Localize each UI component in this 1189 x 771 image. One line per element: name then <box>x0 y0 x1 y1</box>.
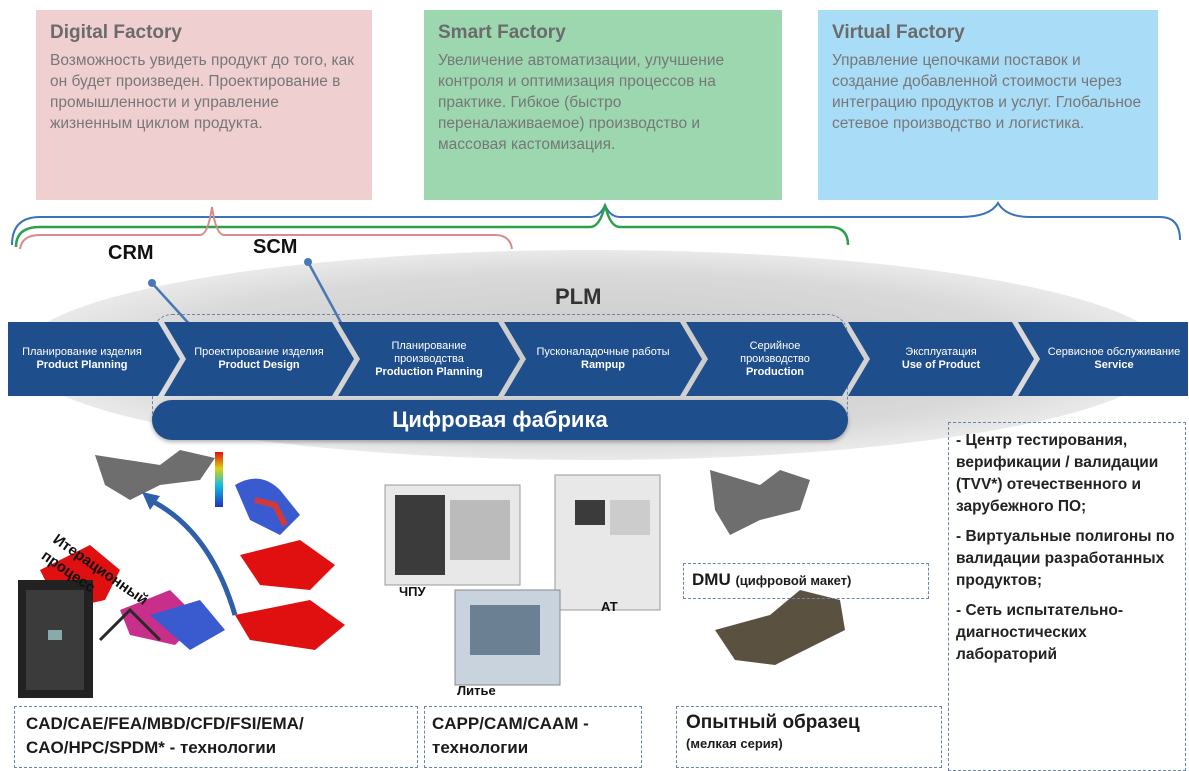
cnc-label: ЧПУ <box>399 584 426 599</box>
additive-printer-icon <box>554 474 661 611</box>
stage-chevron-1 <box>8 322 180 396</box>
dmu-title: DMU (цифровой макет) <box>692 570 851 590</box>
stage-2-ru: Проектирование изделия <box>194 346 324 358</box>
cad-title: CAD/CAE/FEA/MBD/CFD/FSI/EMA/ CAO/HPC/SPD… <box>26 714 304 757</box>
virtual-factory-box: Virtual Factory Управление цепочками пос… <box>818 10 1158 200</box>
stage-2-en: Product Design <box>218 359 300 371</box>
right-list-item-1: - Центр тестирования, верификации / вали… <box>956 432 1159 515</box>
dmu-main: DMU <box>692 570 731 589</box>
stage-1-ru: Планирование изделия <box>22 346 142 358</box>
prototype-box <box>676 706 942 768</box>
dmu-box <box>683 563 929 599</box>
stage-1-en: Product Planning <box>36 359 128 371</box>
at-label: АТ <box>601 599 618 614</box>
stage-3-en: Production Planning <box>375 365 483 378</box>
stage-6-ru: Эксплуатация <box>905 346 977 358</box>
cad-box <box>14 706 418 768</box>
factory-brackets <box>11 200 1181 250</box>
prototype-part-icon <box>715 590 845 665</box>
stage-chevron-7 <box>1018 322 1188 396</box>
virtual-factory-desc: Управление цепочками поставок и создание… <box>832 52 1142 132</box>
smart-factory-desc: Увеличение автоматизации, улучшение конт… <box>438 52 725 153</box>
stage-chevron-3 <box>338 322 520 396</box>
virtual-bracket <box>11 200 1181 246</box>
illustrations <box>18 450 845 698</box>
stage-7-en: Service <box>1094 359 1134 371</box>
iteration-arrow-icon <box>148 497 238 616</box>
smart-factory-box: Smart Factory Увеличение автоматизации, … <box>424 10 782 200</box>
virtual-factory-title: Virtual Factory <box>832 22 965 43</box>
prototype-sub: (мелкая серия) <box>686 736 783 751</box>
dmu-sub: (цифровой макет) <box>735 573 852 588</box>
stage-chevrons <box>8 322 1188 396</box>
stage-6-en: Use of Product <box>901 359 981 371</box>
cae-parts-icon <box>40 450 345 650</box>
digital-factory-box: Digital Factory Возможность увидеть прод… <box>36 10 372 200</box>
casting-label: Литье <box>457 683 496 698</box>
stage-5-en: Production <box>745 365 805 378</box>
digital-factory-band: Цифровая фабрика <box>152 400 848 440</box>
prototype-main: Опытный образец <box>686 712 860 733</box>
stage-chevron-6 <box>848 322 1034 396</box>
smart-bracket <box>14 204 850 248</box>
stage-chevron-4 <box>504 322 702 396</box>
stage-4-ru: Пусконаладочные работы <box>536 346 670 358</box>
right-list-item-3: - Сеть испытательно-диагностических лабо… <box>956 602 1124 663</box>
stage-5-ru: Серийное производство <box>740 339 810 365</box>
smart-factory-title: Smart Factory <box>438 22 566 43</box>
stage-3-ru: Планирование производства <box>391 339 467 365</box>
crm-label: CRM <box>108 242 154 264</box>
capp-box <box>424 706 642 768</box>
stage-chevron-5 <box>686 322 864 396</box>
stage-chevron-2 <box>164 322 354 396</box>
digital-factory-title: Digital Factory <box>50 22 182 43</box>
dmu-part-icon <box>710 470 810 535</box>
capp-title: CAPP/CAM/CAAM - технологии <box>432 714 589 757</box>
prototype-title: Опытный образец (мелкая серия) <box>686 712 938 751</box>
plm-label: PLM <box>555 284 602 309</box>
casting-machine-icon <box>454 589 561 686</box>
stage-4-en: Rampup <box>581 359 625 371</box>
right-list: - Центр тестирования, верификации / вали… <box>956 430 1182 674</box>
server-icon <box>18 580 93 698</box>
cnc-machine-icon <box>384 484 521 586</box>
stage-7-ru: Сервисное обслуживание <box>1047 346 1181 358</box>
right-list-item-2: - Виртуальные полигоны по валидации разр… <box>956 528 1175 589</box>
digital-factory-desc: Возможность увидеть продукт до того, как… <box>50 52 355 132</box>
scm-label: SCM <box>253 236 298 258</box>
digital-bracket <box>19 206 513 250</box>
